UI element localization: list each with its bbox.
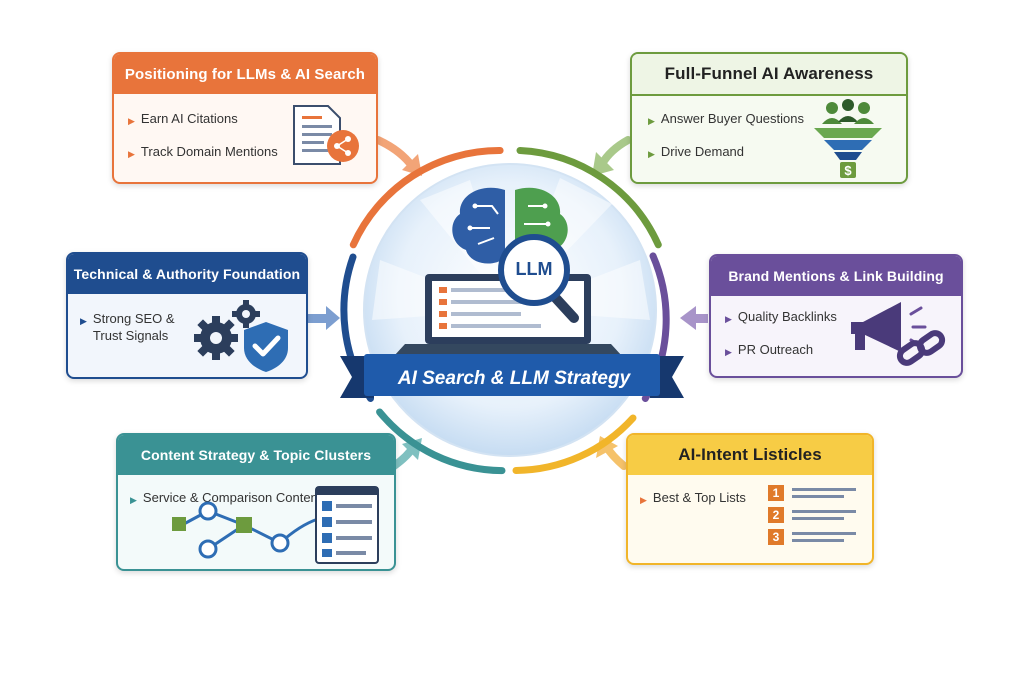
strategy-ring xyxy=(340,146,670,475)
bullet-icon: ▶ xyxy=(725,347,732,357)
list-item: 3 xyxy=(768,529,864,545)
card-listicles-title: AI-Intent Listicles xyxy=(628,435,872,475)
funnel-icon: $ xyxy=(814,99,882,178)
list-item: ▶Best & Top Lists xyxy=(640,489,746,509)
list-item: ▶PR Outreach xyxy=(725,341,837,361)
bullet-icon: ▶ xyxy=(128,149,135,159)
megaphone-link-icon xyxy=(851,302,946,366)
document-share-icon xyxy=(293,105,359,165)
bullet-icon: ▶ xyxy=(725,314,732,324)
card-positioning-title: Positioning for LLMs & AI Search xyxy=(114,54,376,94)
svg-text:$: $ xyxy=(844,163,852,178)
number-badge: 3 xyxy=(768,529,784,545)
bullet-icon: ▶ xyxy=(648,149,655,159)
list-item: ▶Quality Backlinks xyxy=(725,308,837,328)
list-item: 1 xyxy=(768,485,864,501)
list-item: ▶Track Domain Mentions xyxy=(128,143,278,163)
gears-shield-icon xyxy=(194,300,288,372)
llm-lens-label: LLM xyxy=(515,258,553,279)
card-technical-title: Technical & Authority Foundation xyxy=(68,254,306,294)
card-funnel-list: ▶Answer Buyer Questions ▶Drive Demand xyxy=(648,110,804,163)
numbered-list-icon: 1 2 3 xyxy=(768,485,864,545)
card-content-list: ▶Service & Comparison Content xyxy=(130,489,321,509)
card-listicles-list: ▶Best & Top Lists xyxy=(640,489,746,509)
bullet-icon: ▶ xyxy=(130,495,137,505)
card-brand-title: Brand Mentions & Link Building xyxy=(711,256,961,296)
card-content-title: Content Strategy & Topic Clusters xyxy=(118,435,394,475)
list-item: 2 xyxy=(768,507,864,523)
card-brand: Brand Mentions & Link Building ▶Quality … xyxy=(709,254,963,378)
number-badge: 2 xyxy=(768,507,784,523)
card-positioning-list: ▶Earn AI Citations ▶Track Domain Mention… xyxy=(128,110,278,163)
bullet-icon: ▶ xyxy=(648,116,655,126)
card-technical: Technical & Authority Foundation ▶Strong… xyxy=(66,252,308,379)
arrow-funnel xyxy=(592,136,632,176)
list-item: ▶Answer Buyer Questions xyxy=(648,110,804,130)
card-funnel: Full-Funnel AI Awareness ▶Answer Buyer Q… xyxy=(630,52,908,184)
bullet-icon: ▶ xyxy=(80,316,87,326)
cluster-checklist-icon xyxy=(172,486,379,564)
bullet-icon: ▶ xyxy=(128,116,135,126)
card-content: Content Strategy & Topic Clusters ▶Servi… xyxy=(116,433,396,571)
card-brand-list: ▶Quality Backlinks ▶PR Outreach xyxy=(725,308,837,361)
magnifier-icon xyxy=(498,234,579,323)
center-ribbon-title: AI Search & LLM Strategy xyxy=(397,368,631,389)
card-funnel-title: Full-Funnel AI Awareness xyxy=(632,54,906,96)
list-item: ▶Service & Comparison Content xyxy=(130,489,321,509)
ribbon-banner xyxy=(340,354,684,398)
card-listicles: AI-Intent Listicles ▶Best & Top Lists 1 … xyxy=(626,433,874,565)
list-item: ▶Strong SEO & Trust Signals xyxy=(80,311,175,343)
list-item: ▶Earn AI Citations xyxy=(128,110,278,130)
bullet-icon: ▶ xyxy=(640,495,647,505)
card-technical-list: ▶Strong SEO & Trust Signals xyxy=(80,310,176,344)
card-positioning: Positioning for LLMs & AI Search ▶Earn A… xyxy=(112,52,378,184)
arrow-brand xyxy=(680,306,708,330)
arrow-technical xyxy=(306,306,340,330)
number-badge: 1 xyxy=(768,485,784,501)
list-item: ▶Drive Demand xyxy=(648,143,804,163)
